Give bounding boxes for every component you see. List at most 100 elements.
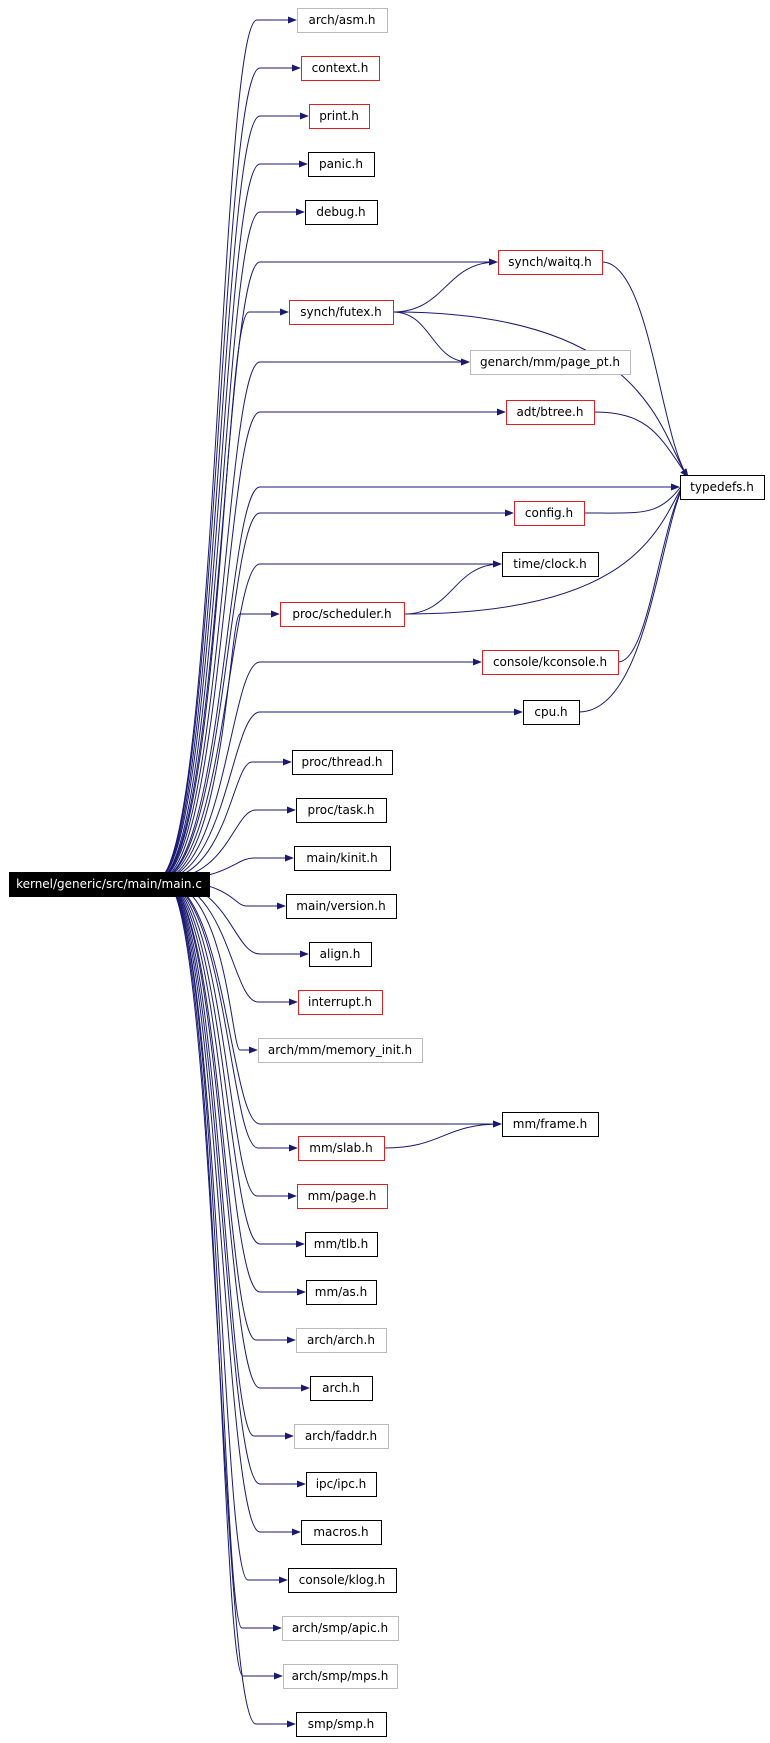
node-macros[interactable]: macros.h (301, 1520, 382, 1545)
node-label: arch/smp/apic.h (292, 1621, 388, 1635)
node-label: context.h (312, 61, 369, 75)
edge-main-to-config (157, 509, 514, 881)
node-label: arch/asm.h (309, 13, 376, 27)
node-label: ipc/ipc.h (316, 1477, 367, 1491)
node-label: main/version.h (296, 899, 385, 913)
node-label: arch/arch.h (307, 1333, 375, 1347)
node-label: proc/thread.h (301, 755, 382, 769)
node-box (310, 1376, 373, 1401)
node-cpu[interactable]: cpu.h (523, 700, 580, 725)
node-label: smp/smp.h (308, 1717, 375, 1731)
edge-main-to-waitq (156, 258, 498, 881)
node-context[interactable]: context.h (301, 56, 380, 81)
node-slab[interactable]: mm/slab.h (298, 1136, 385, 1161)
node-box (286, 894, 397, 919)
node-box (283, 1664, 398, 1689)
node-label: macros.h (313, 1525, 368, 1539)
edge-main-to-tlb (161, 879, 305, 1248)
node-debug[interactable]: debug.h (305, 200, 378, 225)
node-box (296, 1712, 387, 1737)
node-label: typedefs.h (690, 480, 754, 494)
node-faddr[interactable]: arch/faddr.h (294, 1424, 389, 1449)
edge-futex-to-typedefs (392, 311, 689, 478)
node-print[interactable]: print.h (309, 104, 370, 129)
node-klog[interactable]: console/klog.h (288, 1568, 397, 1593)
node-version[interactable]: main/version.h (286, 894, 397, 919)
node-box (482, 650, 619, 675)
node-box (297, 1184, 388, 1209)
node-ipc[interactable]: ipc/ipc.h (306, 1472, 377, 1497)
nodes-layer: arch/asm.h context.h print.h panic.h debug.h… (9, 8, 765, 1737)
node-page[interactable]: mm/page.h (297, 1184, 388, 1209)
node-box (298, 1136, 385, 1161)
edge-main-to-typedefs (157, 483, 680, 881)
node-box (280, 602, 405, 627)
node-tlb[interactable]: mm/tlb.h (305, 1232, 378, 1257)
node-box (502, 1112, 599, 1137)
node-config[interactable]: config.h (514, 501, 585, 526)
node-label: mm/as.h (315, 1285, 367, 1299)
node-apic[interactable]: arch/smp/apic.h (282, 1616, 399, 1641)
node-box (292, 750, 393, 775)
edge-main-to-arch_asm (155, 16, 297, 881)
node-label: adt/btree.h (517, 405, 584, 419)
edge-futex-to-page_pt (392, 311, 470, 366)
edge-main-to-kconsole (158, 658, 482, 881)
node-box (297, 8, 388, 33)
node-scheduler[interactable]: proc/scheduler.h (280, 602, 405, 627)
edge-main-to-debug (156, 208, 305, 881)
node-frame[interactable]: mm/frame.h (502, 1112, 599, 1137)
edge-main-to-apic (163, 879, 282, 1632)
node-page_pt[interactable]: genarch/mm/page_pt.h (470, 350, 631, 375)
edge-main-to-print (155, 112, 309, 881)
edge-main-to-arch (162, 879, 310, 1392)
node-box (514, 501, 585, 526)
node-clock[interactable]: time/clock.h (502, 552, 599, 577)
node-box (523, 700, 580, 725)
node-box (9, 872, 210, 897)
node-align[interactable]: align.h (309, 942, 372, 967)
node-label: proc/task.h (308, 803, 375, 817)
node-futex[interactable]: synch/futex.h (289, 300, 394, 325)
edge-main-to-page_pt (156, 358, 470, 881)
node-typedefs[interactable]: typedefs.h (680, 475, 765, 500)
node-btree[interactable]: adt/btree.h (506, 400, 595, 425)
edges-layer (155, 16, 689, 1728)
node-label: time/clock.h (513, 557, 586, 571)
node-box (301, 1520, 382, 1545)
node-label: arch.h (322, 1381, 360, 1395)
node-arch_asm[interactable]: arch/asm.h (297, 8, 388, 33)
node-label: panic.h (319, 157, 363, 171)
node-arch_arch[interactable]: arch/arch.h (296, 1328, 387, 1353)
node-box (282, 1616, 399, 1641)
node-mps[interactable]: arch/smp/mps.h (283, 1664, 398, 1689)
node-box (506, 400, 595, 425)
edge-main-to-cpu (158, 708, 523, 881)
node-kconsole[interactable]: console/kconsole.h (482, 650, 619, 675)
node-thread[interactable]: proc/thread.h (292, 750, 393, 775)
node-arch[interactable]: arch.h (310, 1376, 373, 1401)
node-task[interactable]: proc/task.h (296, 798, 387, 823)
edge-main-to-faddr (162, 879, 294, 1440)
node-label: align.h (320, 947, 361, 961)
node-box (258, 1038, 423, 1063)
node-smp[interactable]: smp/smp.h (296, 1712, 387, 1737)
node-interrupt[interactable]: interrupt.h (298, 990, 383, 1015)
node-label: debug.h (316, 205, 365, 219)
edge-main-to-as (161, 879, 306, 1296)
node-box (309, 104, 370, 129)
node-box (680, 475, 765, 500)
node-as[interactable]: mm/as.h (306, 1280, 377, 1305)
edge-main-to-page (161, 879, 297, 1200)
node-box (305, 200, 378, 225)
node-kinit[interactable]: main/kinit.h (294, 846, 391, 871)
node-box (288, 1568, 397, 1593)
edge-main-to-smp (163, 879, 296, 1728)
root-node[interactable]: kernel/generic/src/main/main.c (9, 872, 210, 897)
node-waitq[interactable]: synch/waitq.h (498, 250, 603, 275)
node-box (308, 152, 375, 177)
node-memory_init[interactable]: arch/mm/memory_init.h (258, 1038, 423, 1063)
node-label: genarch/mm/page_pt.h (480, 355, 620, 369)
node-panic[interactable]: panic.h (308, 152, 375, 177)
node-box (294, 846, 391, 871)
